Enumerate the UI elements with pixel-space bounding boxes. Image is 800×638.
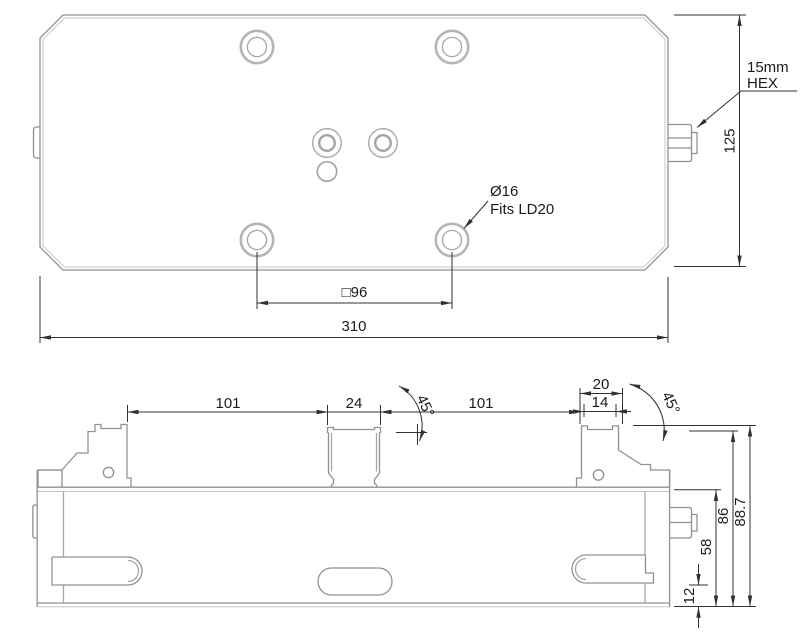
hex-note-line1: 15mm <box>747 59 789 76</box>
dim-101-left: 101 <box>215 395 240 412</box>
mounting-hole <box>239 222 275 258</box>
hole-note-line1: Ø16 <box>490 183 518 200</box>
side-tab-front <box>32 504 38 539</box>
bracket-hole-left <box>102 466 115 479</box>
dim-45-left: 45° <box>413 392 438 420</box>
bracket-hole-right <box>592 469 605 481</box>
dim-20: 20 <box>593 376 610 393</box>
front-view-body <box>32 423 698 608</box>
hole-note-line2: Fits LD20 <box>490 201 554 218</box>
dim-88-7: 88.7 <box>732 497 749 526</box>
hex-note-line2: HEX <box>747 75 778 92</box>
counterbore-hole <box>368 128 398 158</box>
slot-right <box>571 554 655 584</box>
dim-14: 14 <box>592 394 609 411</box>
hex-leader <box>696 90 797 128</box>
mounting-hole <box>434 29 470 65</box>
slot-left <box>51 556 143 586</box>
dim-12: 12 <box>681 588 698 605</box>
plate-inner-edge <box>42 17 666 268</box>
slot-center <box>317 567 393 596</box>
dim-width-310: 310 <box>341 318 366 335</box>
hex-spigot-front <box>669 506 698 539</box>
dim-24: 24 <box>346 395 363 412</box>
mounting-hole <box>434 222 470 258</box>
pilot-hole <box>316 160 338 183</box>
hole-leader <box>463 200 489 229</box>
top-view-plate <box>32 14 698 271</box>
top-view-dimensions: □96 310 125 15mm HEX Ø16 Fits LD20 <box>39 14 797 343</box>
dim-square-96: □96 <box>342 284 368 301</box>
clamp-bracket-left <box>37 423 132 488</box>
dim-58: 58 <box>698 539 715 556</box>
plate-outline <box>39 14 669 271</box>
counterbore-hole <box>312 128 342 158</box>
dim-45-right: 45° <box>658 389 683 417</box>
clamp-bracket-right <box>575 425 671 488</box>
dim-86: 86 <box>715 508 732 525</box>
center-tab <box>326 426 382 488</box>
dim-101-right: 101 <box>468 395 493 412</box>
front-view-dimensions: 101 24 45° 101 20 14 45° 12 <box>127 376 756 628</box>
hex-spigot <box>668 123 698 163</box>
end-block-left <box>37 469 63 488</box>
side-tab <box>32 126 40 159</box>
dim-height-125: 125 <box>722 128 739 153</box>
mounting-hole <box>239 29 275 65</box>
